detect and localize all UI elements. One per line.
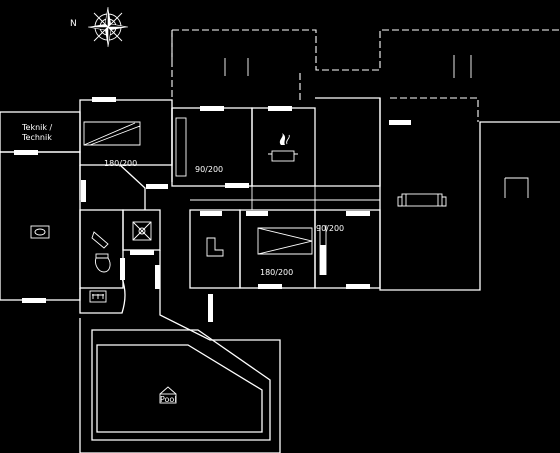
sofa-icon [397, 193, 447, 207]
compass-icon [87, 6, 129, 48]
utility-room-label: Teknik / [21, 123, 53, 132]
stove-icon [268, 133, 298, 162]
bed-icon [257, 227, 313, 255]
washer-icon [30, 225, 50, 239]
interior-lines [0, 55, 472, 301]
sauna-icon [89, 290, 107, 303]
shower-icon [132, 221, 152, 241]
toilet-icon [91, 231, 111, 273]
pool-label: Pool [160, 395, 177, 404]
bed2-size-label: 90/200 [195, 165, 223, 174]
toilet-icon [206, 237, 224, 257]
windows [14, 97, 411, 322]
bed1-size-label: 180/200 [104, 159, 137, 168]
table-icon [504, 177, 529, 198]
terrace-outline [171, 29, 560, 122]
pool-icon [159, 386, 177, 404]
bed3-size-label: 180/200 [260, 268, 293, 277]
bed4-size-label: 90/200 [316, 224, 344, 233]
utility-room-label-2: Technik [21, 133, 52, 142]
bed-icon [83, 121, 141, 146]
north-label: N [70, 19, 77, 29]
